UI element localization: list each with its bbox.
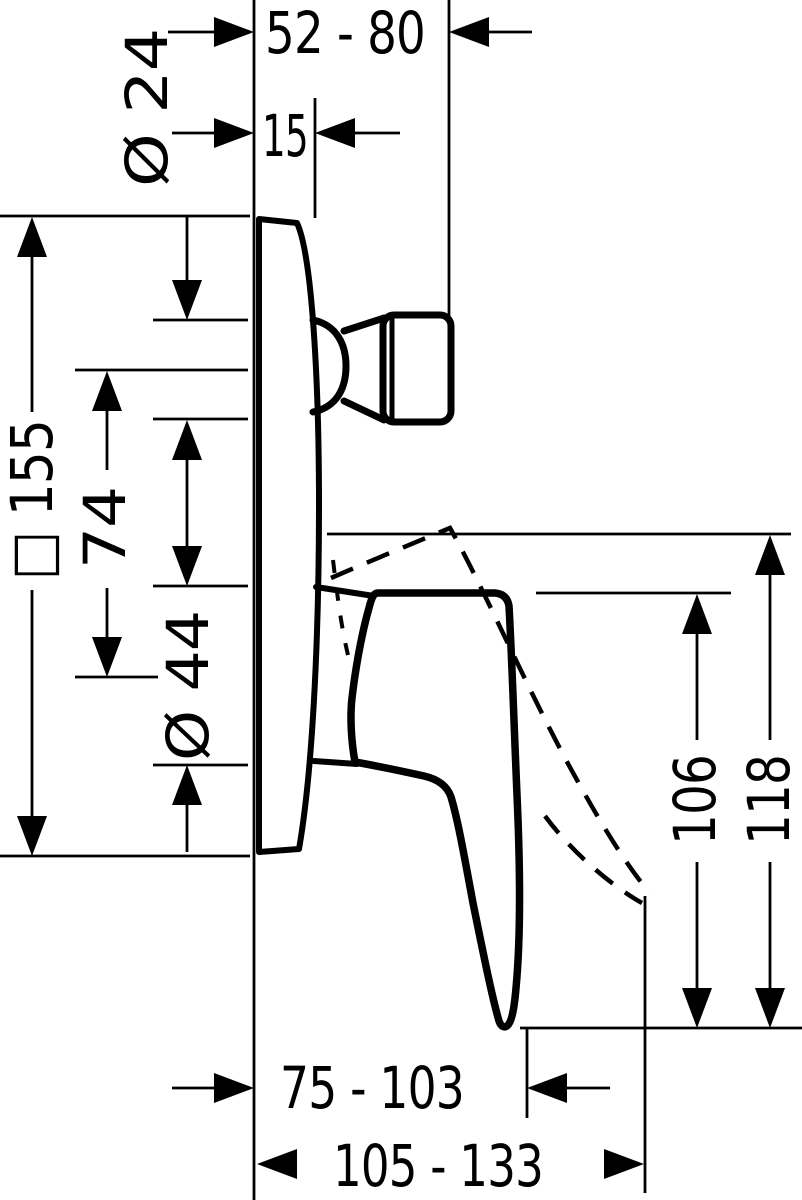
raised-lever-back-edge [543, 814, 644, 905]
arrowhead-down-icon [755, 988, 785, 1028]
arrowhead-up-icon [92, 371, 122, 411]
arrowhead-right-icon [214, 17, 254, 47]
arrowhead-down-icon [92, 637, 122, 677]
arrowhead-down-icon [682, 988, 712, 1028]
arrowhead-up-icon [17, 217, 47, 257]
dim-plate-projection: 15 [172, 102, 400, 170]
escutcheon-plate [256, 216, 322, 855]
dim-label-118: 118 [735, 755, 802, 845]
dim-lever-drop-front: 106 [661, 594, 729, 1028]
arrowhead-right-icon [214, 118, 254, 148]
raised-lever-front-edge [330, 525, 652, 895]
dim-label-75-103: 75 - 103 [280, 1054, 464, 1122]
dim-stem-to-pivot: 74 [71, 371, 139, 677]
arrowhead-down-icon [172, 546, 202, 586]
lever-handle [347, 589, 524, 1031]
dim-label-74: 74 [71, 487, 139, 569]
valve-knob-cap [379, 311, 455, 426]
arrowhead-down-icon [172, 280, 202, 320]
raised-lever-base-edge [331, 559, 350, 656]
dim-plate-square: □ 155 [0, 217, 66, 856]
dim-label-106: 106 [661, 755, 729, 845]
arrowhead-right-icon [214, 1073, 254, 1103]
lever-base-bottom-edge [311, 758, 360, 767]
dim-label-o24: Ø 24 [113, 29, 181, 187]
arrowhead-left-icon [527, 1073, 567, 1103]
dim-base-diameter: Ø 44 [154, 546, 222, 852]
dim-lever-reach-max-range: 105 - 133 [257, 1132, 644, 1200]
arrowhead-left-icon [257, 1149, 297, 1179]
dim-lever-drop-back: 118 [735, 535, 802, 1028]
lever-base-top-edge [313, 584, 377, 599]
arrowhead-right-icon [604, 1149, 644, 1179]
arrowhead-up-icon [172, 765, 202, 805]
valve-neck-top [340, 314, 388, 335]
arrowhead-down-icon [17, 816, 47, 856]
arrowhead-left-icon [449, 17, 489, 47]
dim-lever-reach-range: 75 - 103 [172, 1054, 610, 1122]
lever-handle-raised-dashed-position [330, 525, 652, 905]
dim-stem-diameter: Ø 24 [113, 29, 202, 548]
dim-label-105-133: 105 - 133 [333, 1132, 543, 1200]
fixture [256, 216, 652, 1031]
arrowhead-up-icon [755, 535, 785, 575]
arrowhead-up-icon [682, 594, 712, 634]
dim-label-sq155: □ 155 [0, 420, 66, 580]
valve-dome [309, 316, 350, 416]
dim-wall-depth-range: 52 - 80 [168, 0, 532, 67]
dim-label-52-80: 52 - 80 [265, 0, 425, 67]
dim-label-o44: Ø 44 [154, 611, 222, 761]
arrowhead-left-icon [315, 118, 355, 148]
arrowhead-up-icon [172, 420, 202, 460]
valve-neck-bottom [340, 397, 388, 424]
dim-label-15: 15 [262, 102, 308, 170]
